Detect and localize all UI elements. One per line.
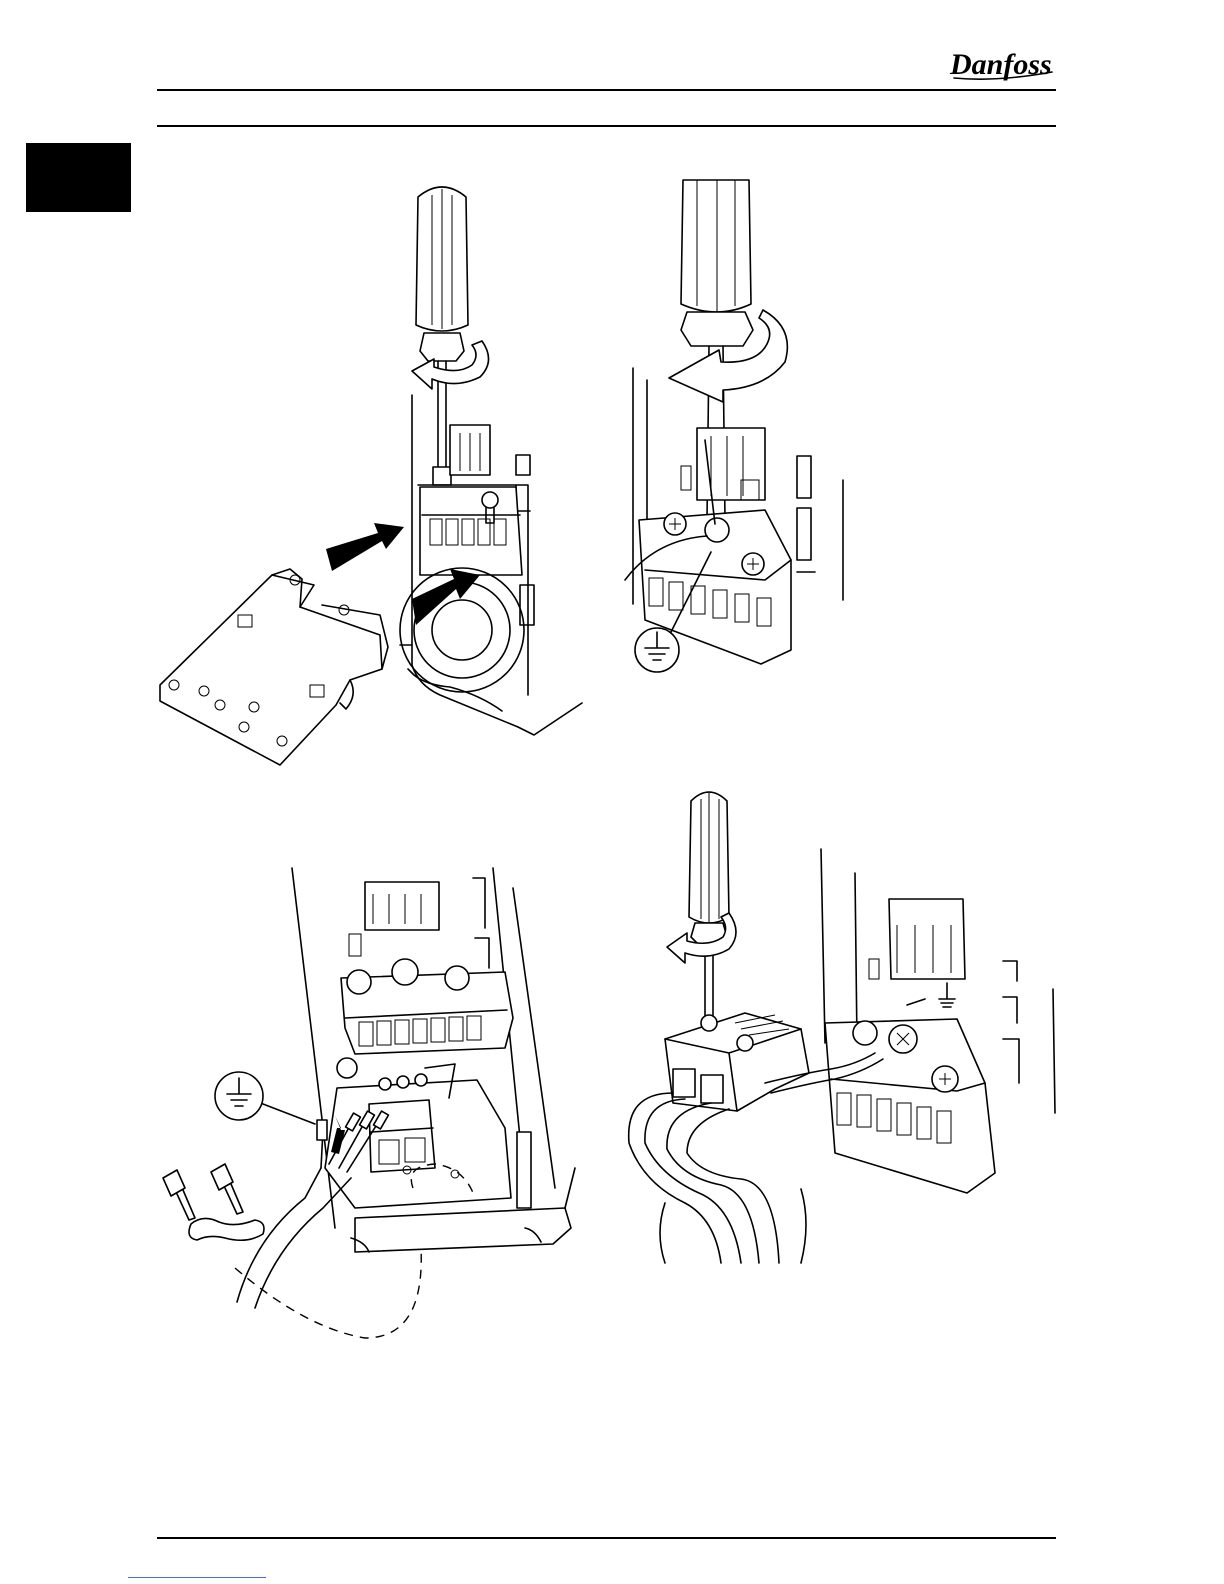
mains-plate	[160, 569, 388, 765]
drive-housing	[292, 868, 575, 1252]
cable-clamp-icon	[189, 1218, 264, 1240]
header-rule-bottom	[157, 125, 1056, 127]
drive-housing	[625, 368, 843, 664]
screw-icon	[163, 1170, 195, 1220]
drive-housing	[400, 395, 582, 735]
screwdriver-icon	[689, 792, 729, 1023]
figure-tighten-earth-wire	[615, 180, 865, 680]
earth-symbol-icon	[215, 1072, 315, 1124]
drive-housing	[821, 849, 1055, 1193]
earth-symbol-icon	[907, 983, 955, 1007]
push-arrow-icon	[412, 569, 480, 625]
push-arrow-icon	[326, 523, 404, 571]
footer-link-underline[interactable]	[128, 1577, 266, 1578]
figure-tighten-mains-plug	[625, 783, 1060, 1273]
screw-icon	[211, 1164, 243, 1214]
chapter-tab-marker	[26, 143, 131, 212]
header-rule-top	[157, 89, 1056, 91]
figure-connect-mains-wires	[155, 868, 585, 1348]
figure-mount-mains-plate	[150, 175, 590, 775]
footer-rule	[157, 1537, 1056, 1539]
logo-text: Danfoss	[949, 48, 1052, 81]
mains-plug	[665, 1013, 809, 1111]
danfoss-logo: Danfoss	[948, 40, 1058, 84]
